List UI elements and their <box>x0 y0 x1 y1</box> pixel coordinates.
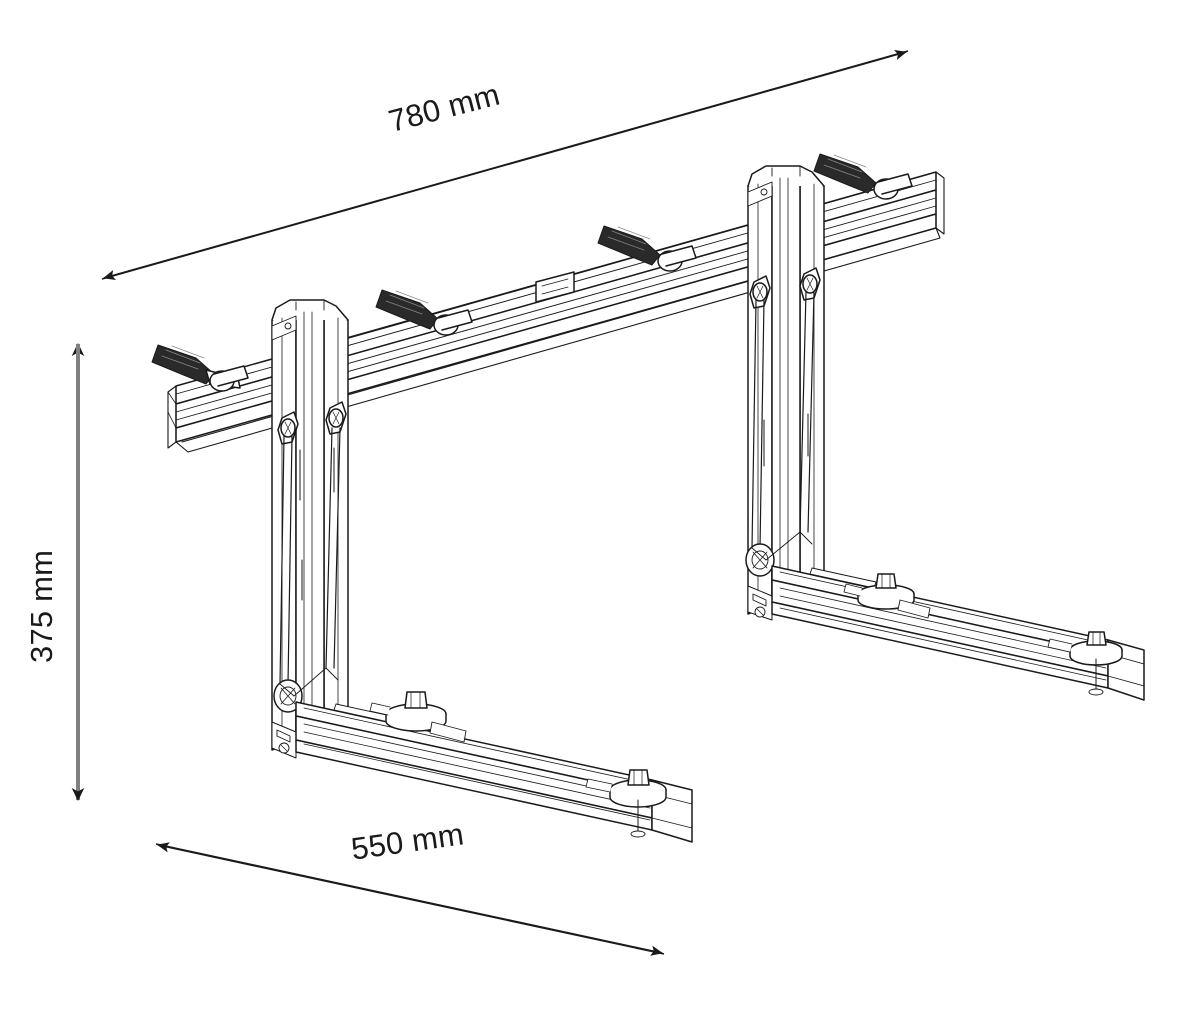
pivot-bolt <box>273 679 303 713</box>
dimension-lines <box>71 49 909 956</box>
expansion-bolt <box>375 289 473 336</box>
bracket-front <box>271 299 693 843</box>
bracket-assembly <box>151 153 1145 843</box>
pivot-bolt <box>745 543 775 577</box>
clamp-bolt <box>843 573 931 619</box>
expansion-bolt <box>597 225 697 272</box>
dimension-label-height: 375 mm <box>24 549 59 663</box>
dimension-width-780 <box>101 49 909 281</box>
bracket-rear <box>745 165 1145 701</box>
dimension-depth-550 <box>155 842 665 956</box>
wall-rail-upper-edge <box>299 173 931 353</box>
rail-joiner-plate <box>535 271 575 303</box>
expansion-bolt <box>151 344 249 392</box>
brace-clip <box>277 411 299 445</box>
expansion-bolt <box>813 153 913 200</box>
clamp-bolt <box>369 691 467 743</box>
clamp-bolt <box>1047 631 1123 696</box>
clamp-bolt <box>585 769 667 838</box>
brace-clip <box>799 267 821 301</box>
